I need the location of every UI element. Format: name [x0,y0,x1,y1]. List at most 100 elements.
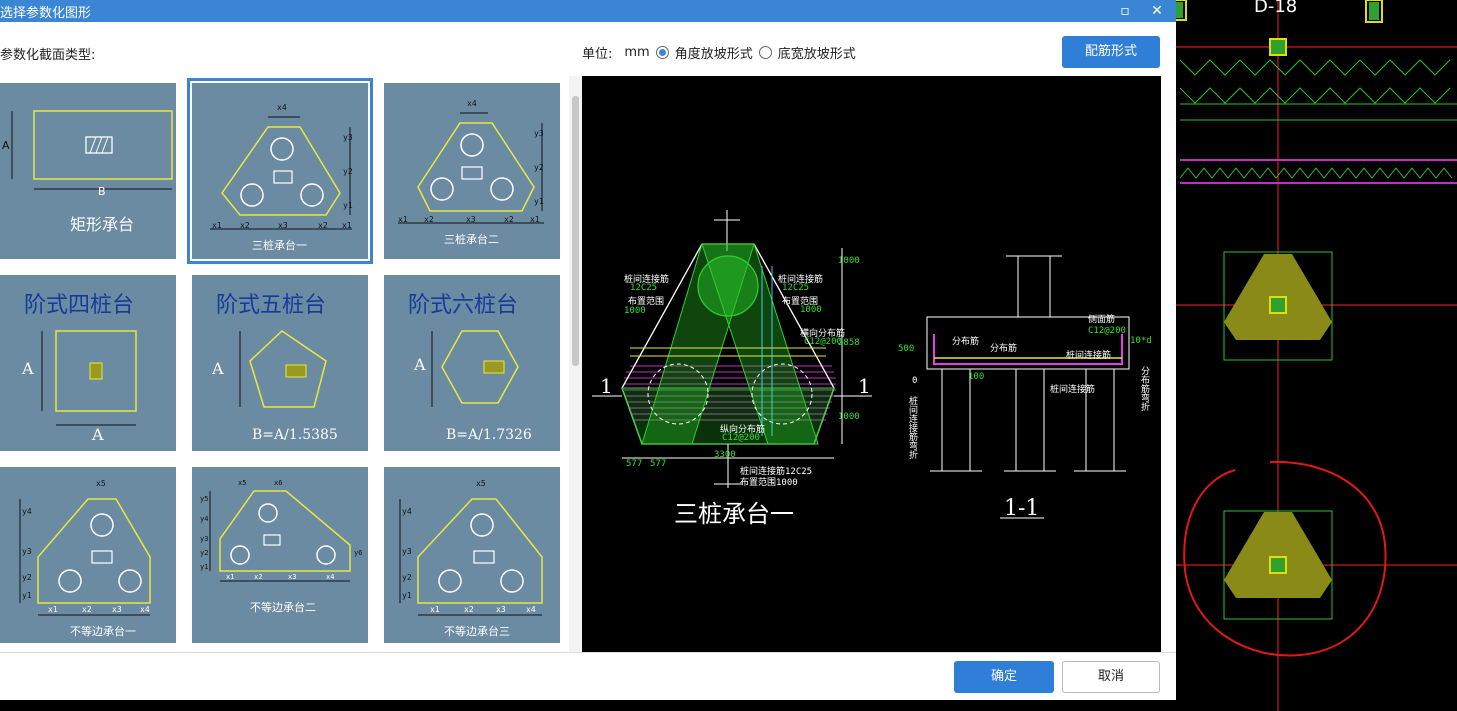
thumb-rect-cap[interactable]: A B 矩形承台 [0,83,176,259]
cad-drawing [1160,0,1457,711]
thumb-title: 阶式五桩台 [216,293,327,318]
thumb-label: y1 [200,563,209,571]
thumb-label: A [212,359,224,378]
thumb-label: x2 [464,605,474,614]
thumb-label: x5 [238,479,247,487]
unit-value: mm [624,44,650,60]
thumb-label: y3 [534,129,544,138]
section-label: 500 [898,344,915,354]
dim-label: 1000 [838,412,860,422]
section-label: 分布筋 [990,344,1018,354]
thumb-label: x1 [342,221,352,230]
rebar-form-button[interactable]: 配筋形式 [1062,36,1160,68]
preview-drawing [592,210,1130,519]
thumb-label: x2 [504,215,514,224]
grid-label: D-18 [1254,0,1298,17]
thumb-label: y4 [22,507,32,516]
thumb-label: y3 [402,547,412,556]
thumb-label: x2 [318,221,328,230]
gallery-scrollbar[interactable] [569,76,582,652]
thumb-title: 矩形承台 [70,215,135,234]
thumb-title: 三桩承台一 [252,239,307,252]
dim-label: 577 [650,459,667,469]
thumb-label: x1 [430,605,440,614]
thumb-label: y2 [343,167,353,176]
thumb-label: x3 [496,605,506,614]
thumb-label: x1 [530,215,540,224]
title-bar: 选择参数化图形 ▫ ✕ [0,0,1176,22]
section-label: 100 [968,372,985,382]
rebar-label: 桩间连接筋 [624,275,670,285]
radio-bottom-slope[interactable] [758,45,772,59]
thumb-title: 不等边承台二 [250,601,316,614]
thumb-unequal-1[interactable]: x5 y4 y3 y2 y1 x1 x2 x3 x4 不等边承台一 [0,467,176,643]
thumb-label: x3 [466,215,476,224]
cad-canvas[interactable]: D-18 [1160,0,1457,711]
rebar-label: 布置范围1000 [740,478,798,488]
restore-icon[interactable]: ▫ [1120,3,1130,19]
thumb-label: y2 [402,573,412,582]
thumb-label: y1 [402,591,412,600]
thumb-label: y2 [534,163,544,172]
rebar-label: C12@200 [804,337,842,347]
thumb-label: x5 [476,479,486,488]
thumb-unequal-3[interactable]: x5 y4 y3 y2 y1 x1 x2 x3 x4 不等边承台三 [384,467,560,643]
close-icon[interactable]: ✕ [1151,3,1163,19]
thumb-stepped-four-pile[interactable]: 阶式四桩台 A A [0,275,176,451]
thumb-label: y6 [354,549,363,557]
section-title: 1-1 [1004,496,1040,521]
thumb-label: y3 [343,133,353,142]
rebar-label: 12C25 [782,283,810,293]
section-label: 桩间连接筋 [1050,385,1096,395]
cancel-button[interactable]: 取消 [1062,661,1160,693]
thumb-title: 阶式六桩台 [408,293,519,318]
thumb-label: x2 [240,221,250,230]
section-mark-right: 1 [858,374,871,398]
thumb-three-pile-1[interactable]: x4 y3 y2 y1 x1 x2 x3 x2 x1 三桩承台一 [187,78,373,264]
dim-label: 3300 [714,450,736,460]
dim-label: 2858 [838,338,860,348]
thumb-label: x4 [467,99,477,108]
thumb-unequal-2[interactable]: x5 x6 y5 y4 y3 y2 y1 y6 x1 x2 x3 x4 不等边承… [192,467,368,643]
thumb-label: x2 [82,605,92,614]
thumb-label: x3 [278,221,288,230]
radio-bottom-label[interactable]: 底宽放坡形式 [777,46,856,62]
thumb-label: y2 [200,549,209,557]
thumb-label: y4 [402,507,412,516]
dim-label: 1000 [838,256,860,266]
thumb-label: y4 [200,515,209,523]
shape-gallery[interactable]: A B 矩形承台 x4 y3 y2 y1 x1 x2 x3 x2 x1 [0,76,582,652]
thumb-label: B=A/1.7326 [446,427,532,443]
rebar-label: 1000 [624,306,646,316]
thumb-label: y1 [534,197,544,206]
thumb-label: y3 [22,547,32,556]
thumb-stepped-six-pile[interactable]: 阶式六桩台 A B=A/1.7326 [384,275,560,451]
thumb-label: y1 [343,201,353,210]
thumb-stepped-five-pile[interactable]: 阶式五桩台 A B=A/1.5385 [192,275,368,451]
thumb-three-pile-2[interactable]: x4 y3 y2 y1 x1 x2 x3 x2 x1 三桩承台二 [384,83,560,259]
dim-label: 577 [626,459,643,469]
rebar-label: 横向分布筋 [800,329,846,339]
thumb-label: x5 [96,479,106,488]
ok-button[interactable]: 确定 [954,661,1054,693]
thumb-label: B=A/1.5385 [252,427,338,443]
scrollbar-thumb[interactable] [572,96,579,366]
thumb-label: x1 [398,215,408,224]
section-label: 分布筋 [952,337,980,347]
thumb-label: y1 [22,591,32,600]
thumb-label: x2 [424,215,434,224]
section-label: 侧面筋 [1088,315,1116,325]
section-label: 0 [912,376,918,386]
thumb-label: y5 [200,495,209,503]
thumb-label: x1 [48,605,58,614]
radio-angle-slope[interactable] [655,45,669,59]
thumb-label: A [414,355,426,374]
section-label: 10*d [1130,336,1152,346]
preview-pane: 三桩承台一 1-1 1 1 桩间连接筋 12C25 布置范围 1000 桩间连接… [582,76,1161,652]
section-type-label: 参数化截面类型: [0,48,96,63]
unit-label: 单位: [582,46,613,62]
thumb-label: x4 [526,605,536,614]
thumb-label: y2 [22,573,32,582]
thumb-label: x1 [226,573,235,581]
radio-angle-label[interactable]: 角度放坡形式 [674,46,753,62]
